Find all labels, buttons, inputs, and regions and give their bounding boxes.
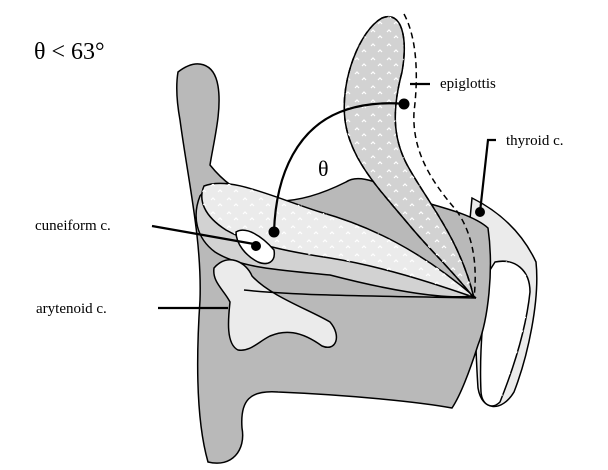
label-epiglottis: epiglottis [440,76,496,92]
label-cuneiform: cuneiform c. [35,218,111,234]
arc-end-dot [399,99,410,110]
arc-start-dot [269,227,280,238]
angle-condition: θ < 63° [34,39,105,65]
thyroid-leader [480,140,496,212]
label-thyroid: thyroid c. [506,133,564,149]
thyroid-dot [475,207,485,217]
theta-symbol: θ [318,156,329,181]
label-arytenoid: arytenoid c. [36,301,107,317]
cuneiform-dot [251,241,261,251]
